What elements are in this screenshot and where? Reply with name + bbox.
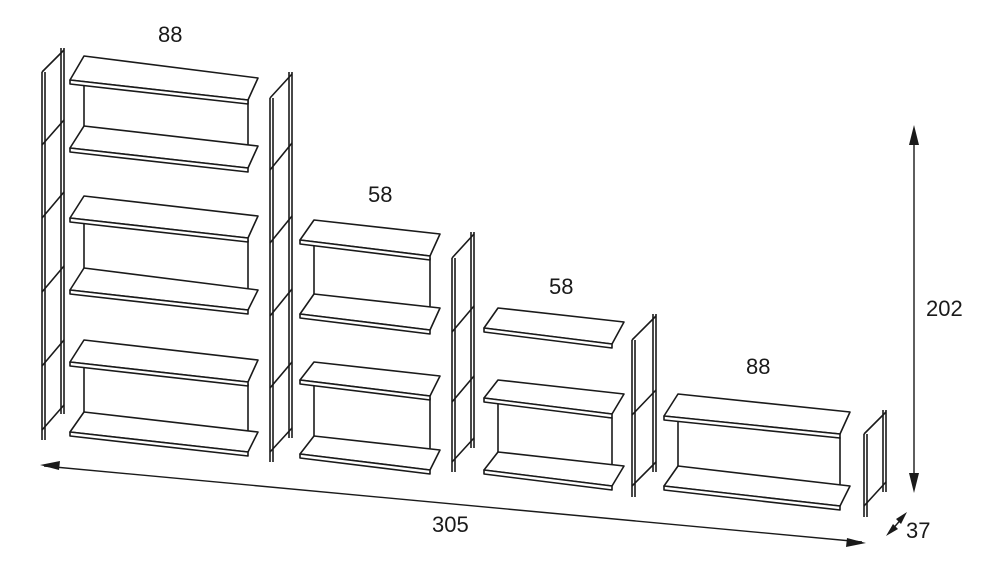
shelf-unit-4 (663, 393, 851, 511)
total-width-arrow (43, 465, 863, 543)
shelf-unit-2 (299, 219, 441, 475)
ladder-frame-4 (631, 314, 657, 497)
width-label-unit-2: 58 (368, 182, 393, 207)
height-label: 202 (926, 296, 963, 321)
depth-label: 37 (906, 518, 931, 543)
ladder-frame-1 (41, 48, 65, 440)
ladder-frame-2 (269, 72, 293, 462)
dimension-arrows (40, 125, 919, 547)
width-label-unit-3: 58 (549, 274, 574, 299)
total-width-label: 305 (432, 512, 469, 537)
ladder-frame-5 (863, 410, 887, 517)
ladder-frame-3 (451, 232, 475, 472)
shelf-unit-1 (69, 55, 259, 457)
shelf-unit-3 (483, 307, 625, 491)
width-label-unit-1: 88 (158, 22, 183, 47)
width-label-unit-4: 88 (746, 354, 771, 379)
